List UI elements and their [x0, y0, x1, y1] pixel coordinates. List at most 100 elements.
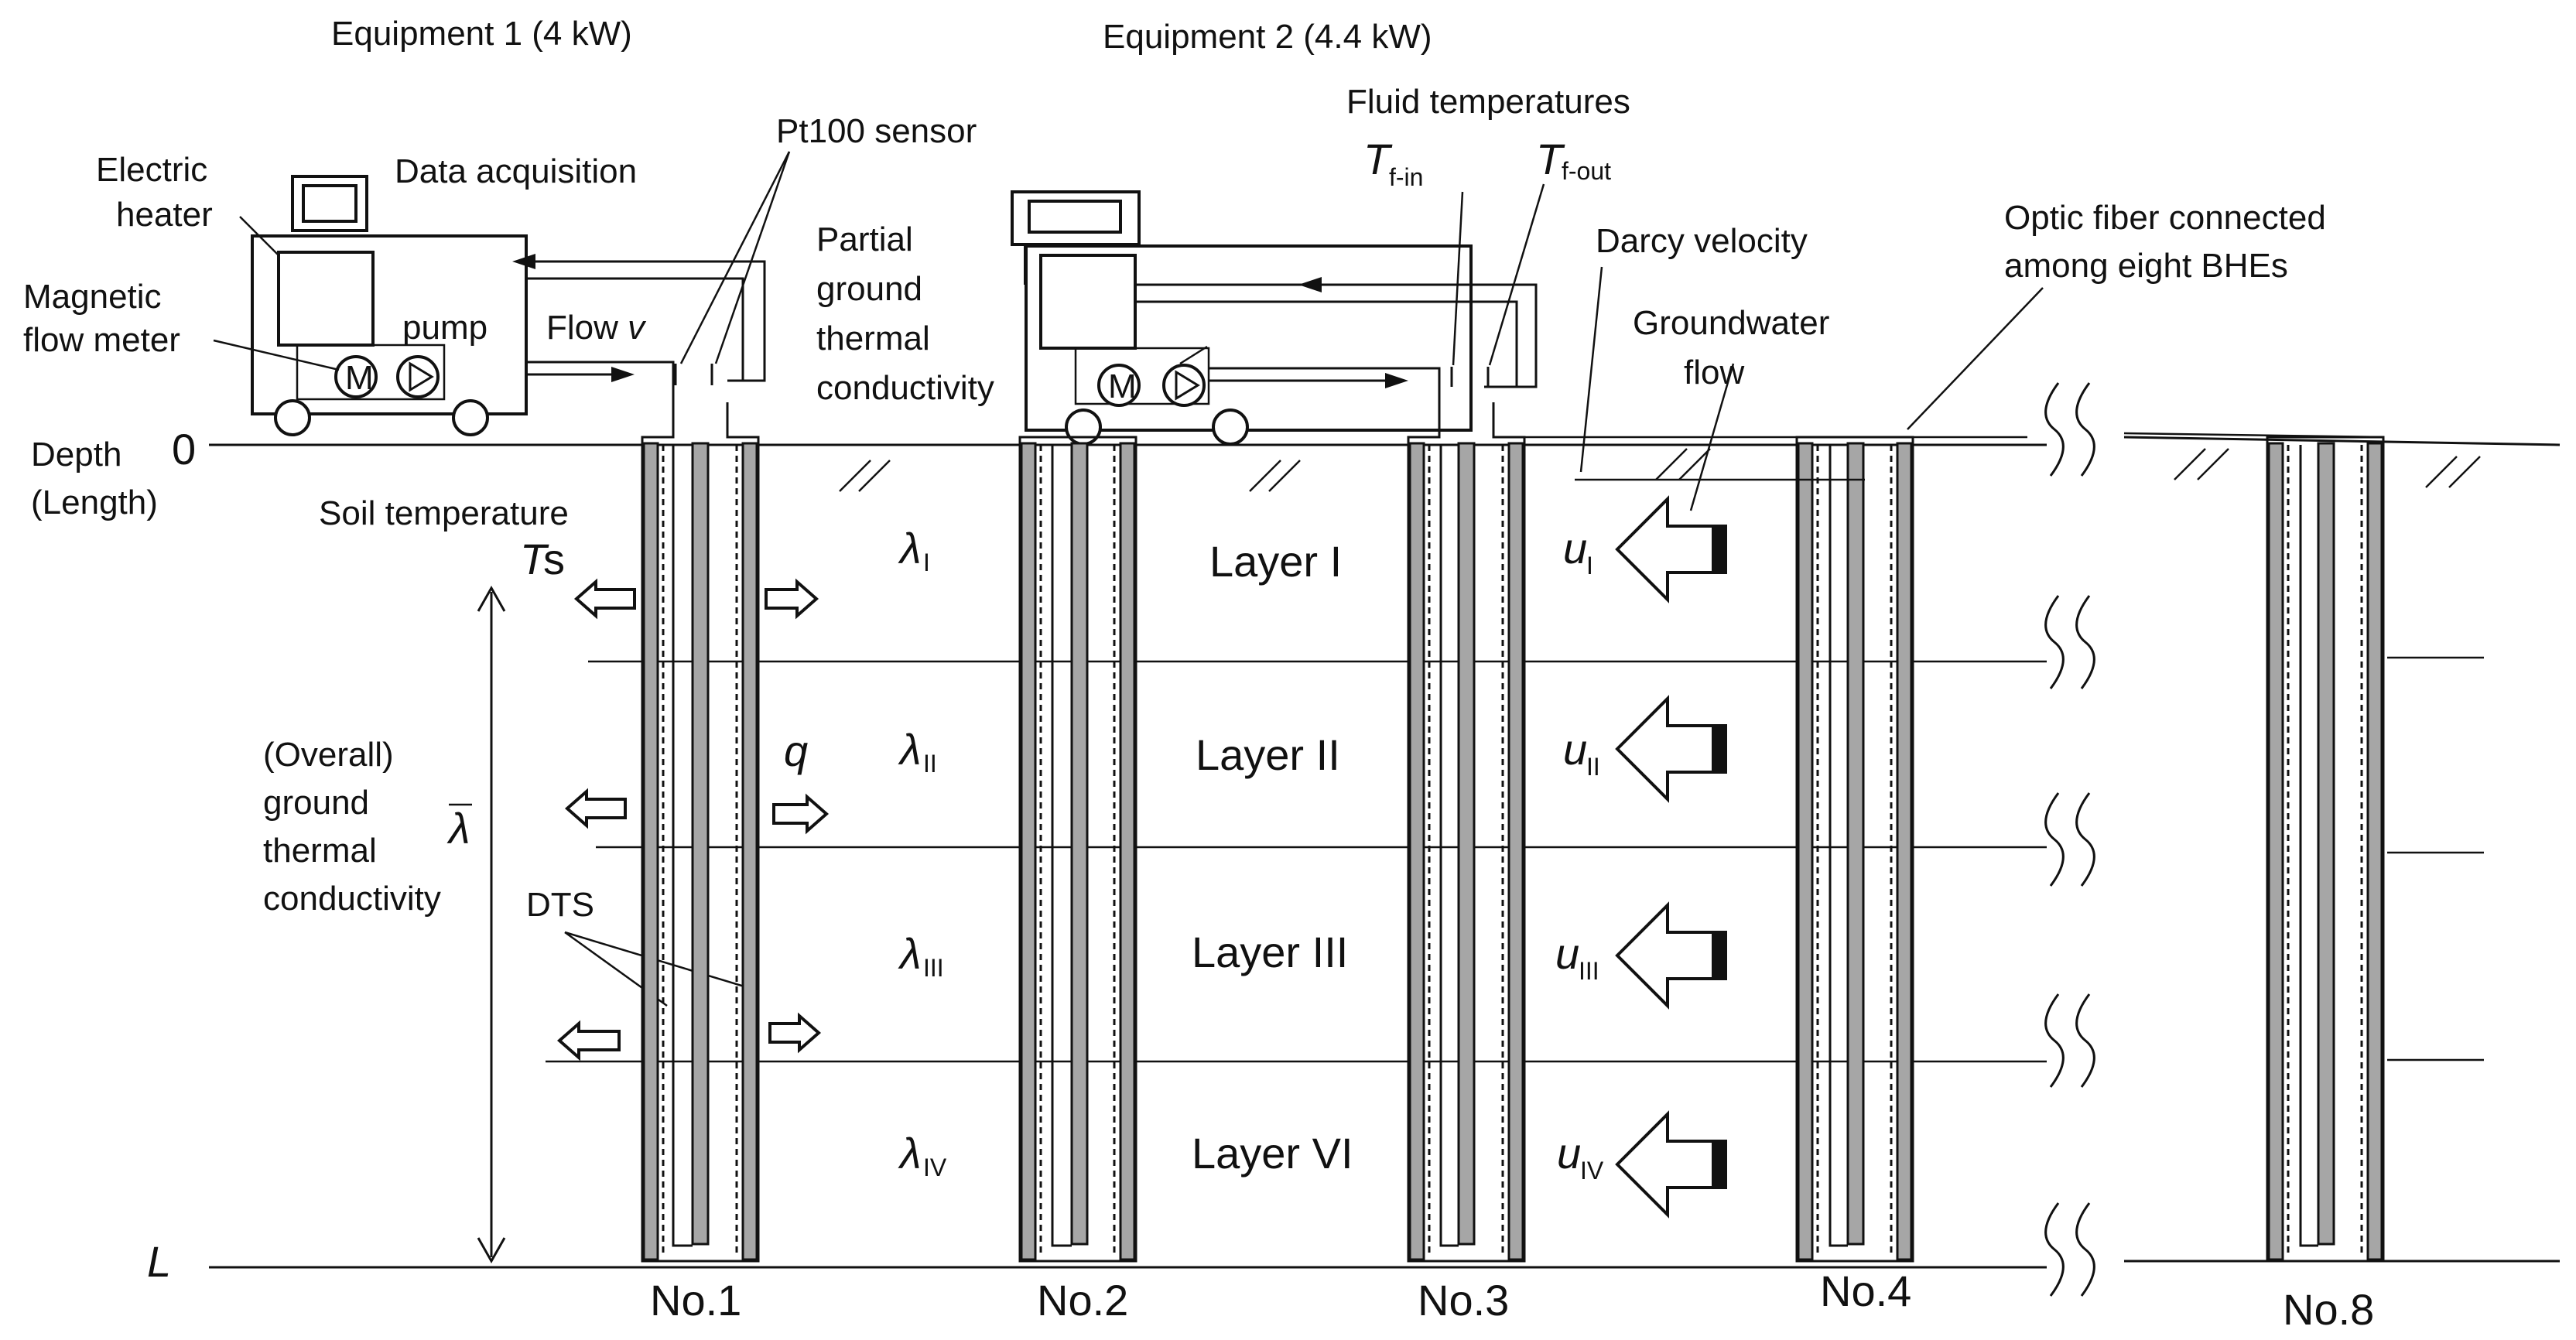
wheel-icon	[452, 399, 489, 436]
soil-temperature-label: Soil temperature	[319, 494, 569, 532]
wheel-icon-2b	[1212, 408, 1249, 446]
flow-arrow-right-icon	[611, 367, 635, 382]
depth-label-2: (Length)	[31, 484, 158, 521]
groundwater-arrow-icon	[1615, 901, 1727, 1010]
pump-label: pump	[402, 309, 487, 347]
layer-name: Layer I	[1209, 537, 1342, 586]
overall-conductivity-label-1: (Overall)	[263, 736, 394, 774]
electric-heater-label-1: Electric	[96, 151, 207, 189]
lambda-symbol: λ	[898, 1129, 922, 1178]
layer-name: Layer VI	[1192, 1129, 1353, 1178]
flow-arrow-right-icon-2	[1385, 373, 1408, 388]
return-pipe	[526, 260, 766, 382]
pump-symbol	[409, 361, 434, 392]
overall-conductivity-label-4: conductivity	[263, 880, 441, 918]
equipment-2-title: Equipment 2 (4.4 kW)	[1103, 18, 1432, 56]
ground-hatch	[839, 448, 2481, 492]
heater-leader	[239, 216, 279, 256]
groundwater-flow-label-2: flow	[1684, 354, 1744, 391]
wheel-icon	[274, 399, 311, 436]
magnetic-flow-meter-label-1: Magnetic	[23, 278, 162, 316]
pt100-leader-1	[679, 151, 791, 364]
darcy-velocity-label: Darcy velocity	[1596, 222, 1808, 260]
meter-glyph: M	[345, 359, 374, 397]
magnetic-flow-meter-icon	[334, 355, 378, 398]
u-symbol: u	[1563, 524, 1587, 573]
groundwater-flow-label-1: Groundwater	[1633, 304, 1829, 342]
return-pipe-inner	[526, 277, 744, 381]
dts-label: DTS	[526, 886, 594, 924]
lambda-symbol: λ	[898, 725, 922, 774]
tf-out-T: T	[1536, 135, 1565, 183]
arrow-head-down-icon	[477, 1237, 506, 1264]
supply-pipe-outer	[526, 361, 675, 402]
tf-in-T: T	[1363, 135, 1393, 183]
tf-in-sub: f-in	[1389, 163, 1423, 191]
lambda-sub: II	[923, 750, 937, 778]
equipment-2-inner-loop	[1074, 347, 1210, 405]
data-acquisition-label: Data acquisition	[395, 152, 637, 190]
borehole-label-no1: No.1	[650, 1276, 741, 1325]
lambda-sub: IV	[923, 1154, 947, 1181]
optic-fiber-leader	[1907, 287, 2044, 430]
overall-conductivity-label-2: ground	[263, 784, 369, 822]
heat-out-left-icon	[564, 788, 627, 829]
heat-out-right-icon	[768, 1012, 822, 1054]
depth-L: L	[147, 1237, 171, 1286]
flow-meter-icon-2	[1097, 364, 1141, 407]
partial-conductivity-label-2: ground	[816, 270, 922, 308]
flow-arrow-left-icon	[512, 254, 535, 269]
flow-label: Flow v	[546, 309, 647, 347]
u-symbol: u	[1563, 725, 1587, 774]
layer-3-labels: λ III Layer III u III	[898, 928, 1599, 985]
optic-fiber-line-far	[2123, 432, 2384, 439]
flow-arrow-left-icon-2	[1298, 277, 1322, 292]
groundwater-arrow-icon	[1615, 1110, 1727, 1219]
equipment-2-unit: M	[1011, 190, 1538, 446]
borehole-no4	[1795, 436, 1914, 1263]
lambda-sub: III	[923, 954, 944, 982]
borehole-no3	[1407, 402, 1526, 1263]
ts-s: s	[543, 535, 565, 583]
u-sub: III	[1579, 957, 1599, 985]
borehole-label-no4: No.4	[1820, 1267, 1911, 1315]
break-marks	[2044, 382, 2095, 1297]
u-sub: II	[1586, 753, 1600, 781]
heat-out-right-icon	[772, 793, 830, 835]
equipment-1-title: Equipment 1 (4 kW)	[331, 15, 632, 53]
equipment-1-unit: M	[251, 175, 766, 436]
borehole-no2	[1018, 436, 1137, 1263]
borehole-label-no8: No.8	[2283, 1285, 2374, 1334]
groundwater-arrow-icon	[1615, 495, 1727, 603]
lambda-bar: λ	[446, 804, 470, 853]
fluid-temperatures-label: Fluid temperatures	[1346, 83, 1630, 121]
tf-out-leader	[1488, 183, 1545, 366]
borehole-no8	[2266, 436, 2385, 1263]
partial-conductivity-label-4: conductivity	[816, 369, 994, 407]
return-pipe-2	[1135, 283, 1538, 388]
groundwater-leader	[1689, 363, 1735, 511]
ts-T: T	[520, 535, 549, 583]
u-symbol: u	[1555, 929, 1579, 978]
arrow-head-up-icon	[477, 585, 506, 612]
meter-glyph-2: M	[1108, 367, 1137, 405]
u-symbol: u	[1557, 1129, 1581, 1178]
supply-pipe-2-outer	[1209, 367, 1441, 402]
borehole-label-no3: No.3	[1418, 1276, 1509, 1325]
layer-name: Layer II	[1196, 730, 1340, 779]
pump-symbol-2	[1175, 370, 1200, 401]
borehole-label-no2: No.2	[1037, 1276, 1128, 1325]
pt100-leader-2	[714, 151, 791, 364]
partial-conductivity-label-3: thermal	[816, 320, 930, 357]
magnetic-flow-meter-label-2: flow meter	[23, 321, 180, 359]
groundwater-arrows	[1615, 495, 1727, 1219]
meter-leader	[213, 339, 340, 371]
heater-box-2	[1039, 254, 1137, 350]
layer-2-labels: λ II Layer II u II	[898, 725, 1600, 781]
ground-surface-far	[2123, 436, 2561, 446]
groundwater-arrow-icon	[1615, 695, 1727, 803]
wheel-icon-2	[1065, 408, 1102, 446]
depth-zero: 0	[172, 425, 196, 473]
pump-tick	[1179, 345, 1208, 365]
